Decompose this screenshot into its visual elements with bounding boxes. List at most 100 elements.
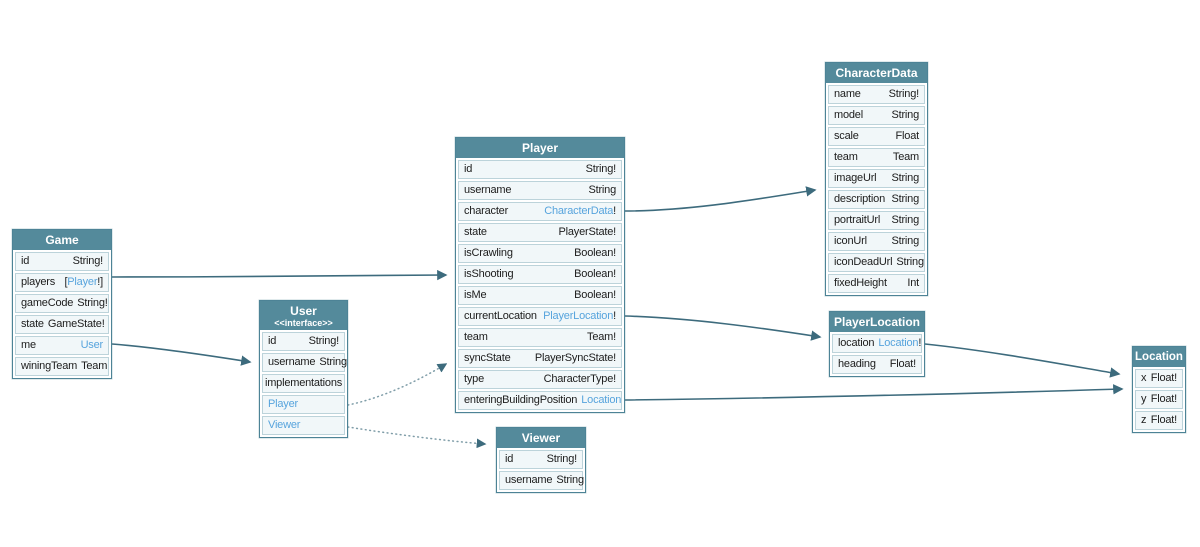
row-Viewer[interactable]: Viewer [262,416,345,435]
table-header[interactable]: Game [13,230,111,250]
field-name: username [268,356,316,368]
type-link-Location[interactable]: Location [581,394,622,406]
type-text: String! [585,163,617,175]
field-type: Location! [878,336,921,351]
field-name: id [268,335,277,347]
type-text: String! [77,297,108,309]
type-text: Float! [889,358,917,370]
row-implementations[interactable]: implementations [262,374,345,393]
table-header[interactable]: PlayerLocation [830,312,924,332]
field-row-character[interactable]: character CharacterData! [458,202,622,221]
field-name: id [505,453,514,465]
table-header[interactable]: User<<interface>> [260,301,347,330]
type-text: ! [918,337,922,349]
type-text: String [896,256,924,268]
field-type: User [80,338,104,353]
table-title: Viewer [521,431,561,445]
field-type: PlayerSyncState! [535,351,616,366]
type-text: Float! [1150,393,1178,405]
field-row-id[interactable]: id String! [262,332,345,351]
field-type: String [891,108,919,123]
type-link-CharacterData[interactable]: CharacterData [544,205,614,217]
table-header[interactable]: Player [456,138,624,158]
type-link-User[interactable]: User [80,339,104,351]
field-type: String [891,171,919,186]
field-name: name [834,88,861,100]
field-name: team [464,331,488,343]
type-text: String! [308,335,340,347]
field-type: String [896,255,924,270]
field-name: winingTeam [21,360,78,372]
field-type: String! [547,452,578,467]
table-header[interactable]: CharacterData [826,63,927,83]
row-Player[interactable]: Player [262,395,345,414]
field-row-heading[interactable]: heading Float! [832,355,922,374]
type-link-Player[interactable]: Player [67,276,98,288]
type-text: !] [97,276,103,288]
field-name: character [464,205,509,217]
implementation-link[interactable]: Player [268,398,298,410]
type-text: Float [895,130,920,142]
field-name: y [1141,393,1147,405]
table-header[interactable]: Location [1133,347,1185,367]
type-text: ! [613,205,616,217]
field-type: Boolean! [574,267,616,282]
field-name: fixedHeight [834,277,887,289]
table-title: Location [1135,351,1183,363]
field-row-players[interactable]: players[Player!] [15,273,109,292]
implementation-link[interactable]: Viewer [268,419,301,431]
field-type: Boolean! [574,288,616,303]
table-header[interactable]: Viewer [497,428,585,448]
field-name: location [838,337,875,349]
type-text: String [891,109,919,121]
edge-player-enteringbuildingposition-to-location [624,384,1124,401]
field-name: heading [838,358,876,370]
type-link-Location[interactable]: Location [878,337,919,349]
edge-user-viewer-implementation [347,426,487,449]
field-type: String! [73,254,104,269]
edge-player-character-to-characterdata [624,186,817,212]
field-type: CharacterType! [544,372,617,387]
field-row-id[interactable]: id String! [499,450,583,469]
type-link-PlayerLocation[interactable]: PlayerLocation [543,310,614,322]
